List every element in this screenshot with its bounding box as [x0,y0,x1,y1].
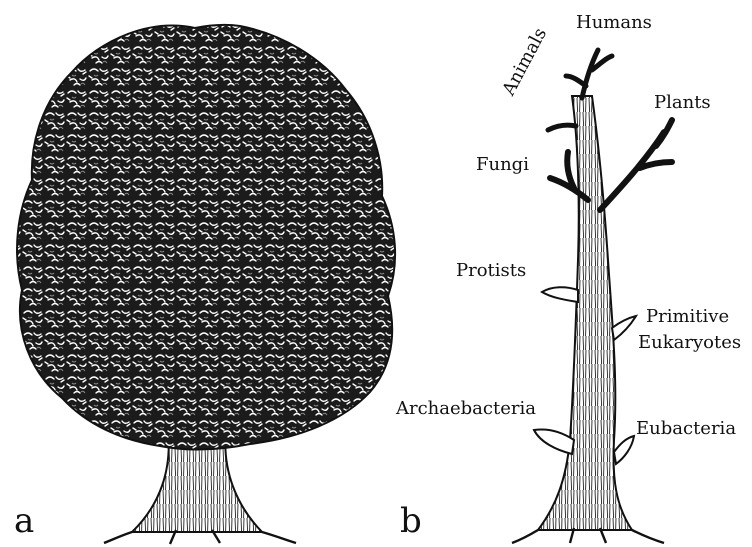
branch-primitive-eukaryotes [612,316,636,340]
label-primitive-line1: Primitive [646,308,729,326]
branch-protists [542,287,578,302]
tree-of-life-trunk [538,96,632,530]
branch-humans [566,50,612,98]
panel-label-a: a [14,504,34,538]
leafy-tree-icon [17,25,395,544]
label-eubacteria: Eubacteria [636,420,736,438]
label-plants: Plants [654,94,711,112]
label-protists: Protists [456,262,526,280]
label-primitive-line2: Eukaryotes [638,334,741,352]
label-humans: Humans [576,14,652,32]
label-fungi: Fungi [476,156,529,174]
leafy-tree-crown [17,25,395,450]
label-archaebacteria: Archaebacteria [396,400,536,418]
branch-archaebacteria [534,429,574,454]
bare-tree-of-life-icon [512,50,672,543]
panel-label-b: b [400,504,422,538]
branch-plants [600,120,672,210]
branch-animals [548,125,576,130]
branch-eubacteria [614,436,634,464]
